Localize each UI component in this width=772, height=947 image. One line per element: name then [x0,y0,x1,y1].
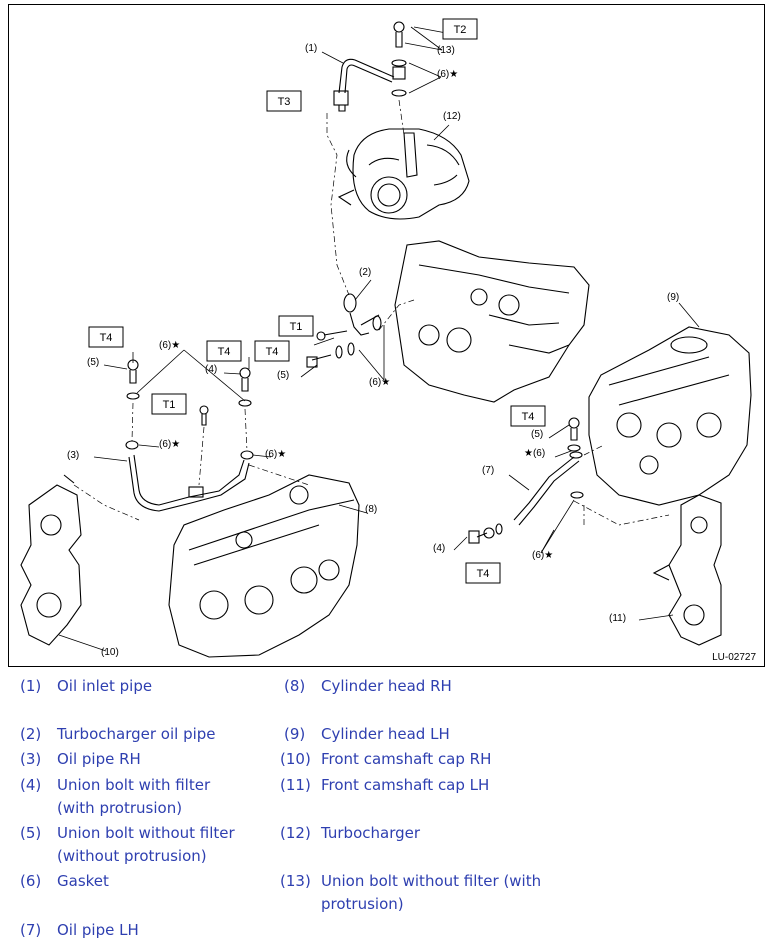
callout-6: (6)★ [159,340,180,351]
svg-text:T4: T4 [218,346,231,358]
legend-text: Union bolt without filter (with protrusi… [321,872,542,913]
svg-text:T4: T4 [477,568,490,580]
callout-9: (9) [667,292,679,303]
figure-code: LU-02727 [712,652,756,663]
legend-text: Cylinder head RH [321,677,452,695]
legend-number: (6) [20,872,42,890]
front-camshaft-cap-rh-drawing [20,474,82,646]
svg-text:T2: T2 [454,24,467,36]
callout-13: (13) [437,45,455,56]
legend-number: (12) [280,824,311,842]
callout-4: (4) [205,364,217,375]
callout-5: (5) [277,370,289,381]
legend-number: (11) [280,776,311,794]
callout-10: (10) [101,647,119,658]
front-camshaft-cap-lh-drawing [652,494,722,646]
legend-number: (8) [284,677,306,695]
svg-text:T4: T4 [100,332,113,344]
torque-label-t2: T2 [442,18,478,40]
callout-6: (6)★ [437,69,458,80]
oil-inlet-pipe-drawing [333,58,395,112]
legend-text: Union bolt without filter (without protr… [57,824,235,865]
upper-engine-block-drawing [394,240,590,403]
torque-label-t1: T1 [278,315,314,337]
legend-text: Union bolt with filter (with protrusion) [57,776,211,817]
parts-legend: (1) Oil inlet pipe (2) Turbocharger oil … [0,670,772,947]
legend-text: Front camshaft cap LH [321,776,490,794]
svg-text:T4: T4 [522,411,535,423]
legend-text: Oil pipe RH [57,750,141,768]
legend-number: (4) [20,776,42,794]
torque-label-t4: T4 [88,326,124,348]
torque-label-t3: T3 [266,90,302,112]
exploded-diagram: T2 T3 T1 T4 T4 T4 T1 T4 [8,4,765,667]
svg-text:T1: T1 [163,399,176,411]
svg-text:T3: T3 [278,96,291,108]
union-bolt-13-drawing [391,21,407,97]
callout-2: (2) [359,267,371,278]
callout-11: (11) [609,613,626,624]
legend-number: (3) [20,750,42,768]
oil-pipe-rh-drawing [125,359,254,512]
legend-number: (10) [280,750,311,768]
callout-6: (6)★ [532,550,553,561]
callout-6: ★(6) [524,448,545,459]
callout-8: (8) [365,504,377,515]
legend-number: (2) [20,725,42,743]
callout-6: (6)★ [265,449,286,460]
legend-text: Gasket [57,872,109,890]
legend-number: (9) [284,725,306,743]
legend-text: Oil inlet pipe [57,677,153,695]
legend-text: Front camshaft cap RH [321,750,492,768]
cylinder-head-lh-drawing [588,326,752,506]
callout-5: (5) [531,429,543,440]
callout-6: (6)★ [159,439,180,450]
legend-number: (5) [20,824,42,842]
legend-number: (1) [20,677,42,695]
oil-pipe-lh-drawing [468,417,584,544]
callout-1: (1) [305,43,317,54]
torque-labels: T2 T3 T1 T4 T4 T4 T1 T4 [88,18,546,584]
callout-5: (5) [87,357,99,368]
svg-text:T4: T4 [266,346,279,358]
callout-7: (7) [482,465,494,476]
legend-number: (7) [20,921,42,939]
callout-6: (6)★ [369,377,390,388]
legend-text: Turbocharger [321,824,421,842]
legend-text: Cylinder head LH [321,725,450,743]
cylinder-head-rh-drawing [168,474,360,658]
legend-number: (13) [280,872,311,890]
turbocharger-oil-pipe-drawing [306,293,382,368]
callout-labels: (1) (13) (6)★ (12) (2) (6)★ (5) (4) (6)★… [67,43,679,658]
legend-text: Oil pipe LH [57,921,139,939]
callout-12: (12) [443,111,461,122]
torque-label-t4: T4 [510,405,546,427]
torque-label-t4: T4 [254,340,290,362]
diagram-drawing: T2 T3 T1 T4 T4 T4 T1 T4 [20,18,752,658]
callout-3: (3) [67,450,79,461]
svg-text:T1: T1 [290,321,303,333]
torque-label-t4: T4 [206,340,242,362]
torque-label-t4: T4 [465,562,501,584]
turbocharger-drawing [337,128,470,220]
torque-label-t1: T1 [151,393,187,415]
callout-4: (4) [433,543,445,554]
legend-text: Turbocharger oil pipe [57,725,216,743]
